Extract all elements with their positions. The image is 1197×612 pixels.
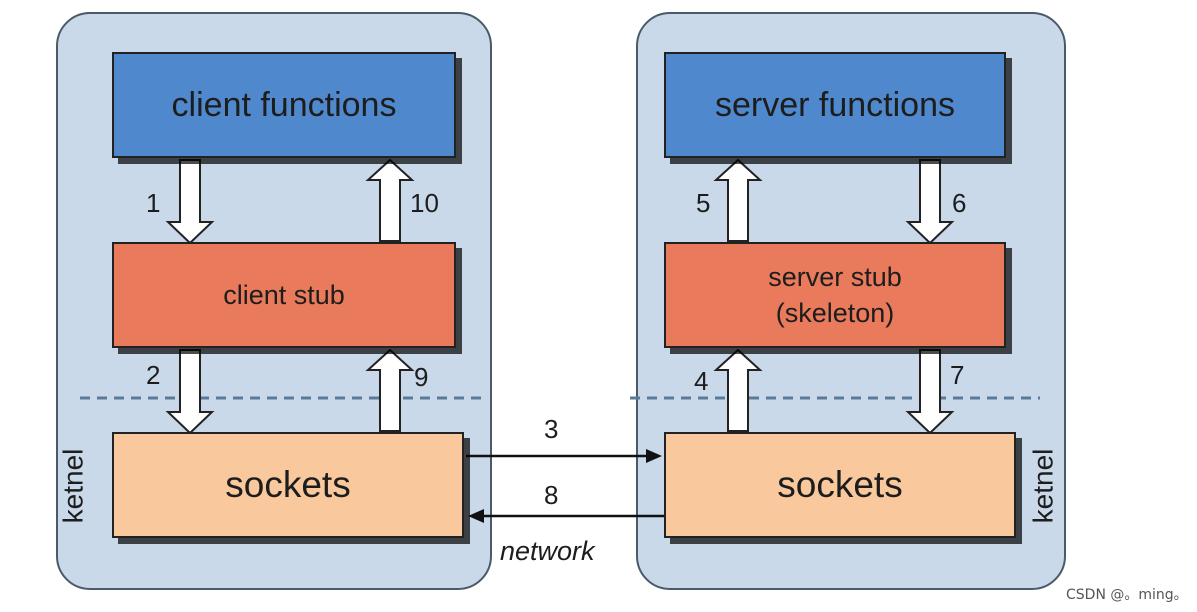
- step-5-label: 5: [696, 188, 711, 218]
- step-7-label: 7: [950, 360, 965, 390]
- arrow-9-up: [365, 348, 415, 432]
- server-sockets-label: sockets: [777, 464, 903, 505]
- step-10-label: 10: [410, 188, 439, 218]
- client-functions-label: client functions: [171, 85, 397, 124]
- step-8-label: 8: [544, 480, 559, 510]
- client-stub-label: client stub: [223, 279, 345, 310]
- server-functions-box: server functions: [664, 52, 1006, 158]
- watermark: CSDN @。ming。: [1066, 587, 1188, 603]
- arrow-1-down: [165, 159, 215, 245]
- kernel-label-left: ketnel: [57, 448, 89, 524]
- client-functions-box: client functions: [112, 52, 456, 158]
- client-stub-box: client stub: [112, 242, 456, 348]
- step-4-label: 4: [694, 366, 709, 396]
- client-sockets-label: sockets: [225, 464, 351, 505]
- arrow-4-up: [713, 348, 763, 432]
- kernel-label-right: ketnel: [1027, 448, 1059, 524]
- arrow-5-up: [713, 158, 763, 242]
- arrow-7-down: [905, 349, 955, 435]
- server-sockets-box: sockets: [664, 432, 1016, 538]
- server-stub-box: server stub (skeleton): [664, 242, 1006, 348]
- arrow-6-down: [905, 159, 955, 245]
- step-3-label: 3: [544, 414, 559, 444]
- server-functions-label: server functions: [715, 85, 955, 124]
- server-stub-label: server stub: [768, 261, 902, 292]
- arrow-2-down: [165, 349, 215, 435]
- arrow-3-head: [646, 449, 662, 463]
- arrow-10-up: [365, 158, 415, 242]
- step-1-label: 1: [146, 188, 161, 218]
- network-label: network: [500, 536, 595, 566]
- server-stub-sublabel: (skeleton): [775, 298, 895, 328]
- step-2-label: 2: [146, 360, 161, 390]
- step-9-label: 9: [414, 362, 429, 392]
- client-sockets-box: sockets: [112, 432, 464, 538]
- arrow-8-head: [468, 509, 484, 523]
- step-6-label: 6: [952, 188, 967, 218]
